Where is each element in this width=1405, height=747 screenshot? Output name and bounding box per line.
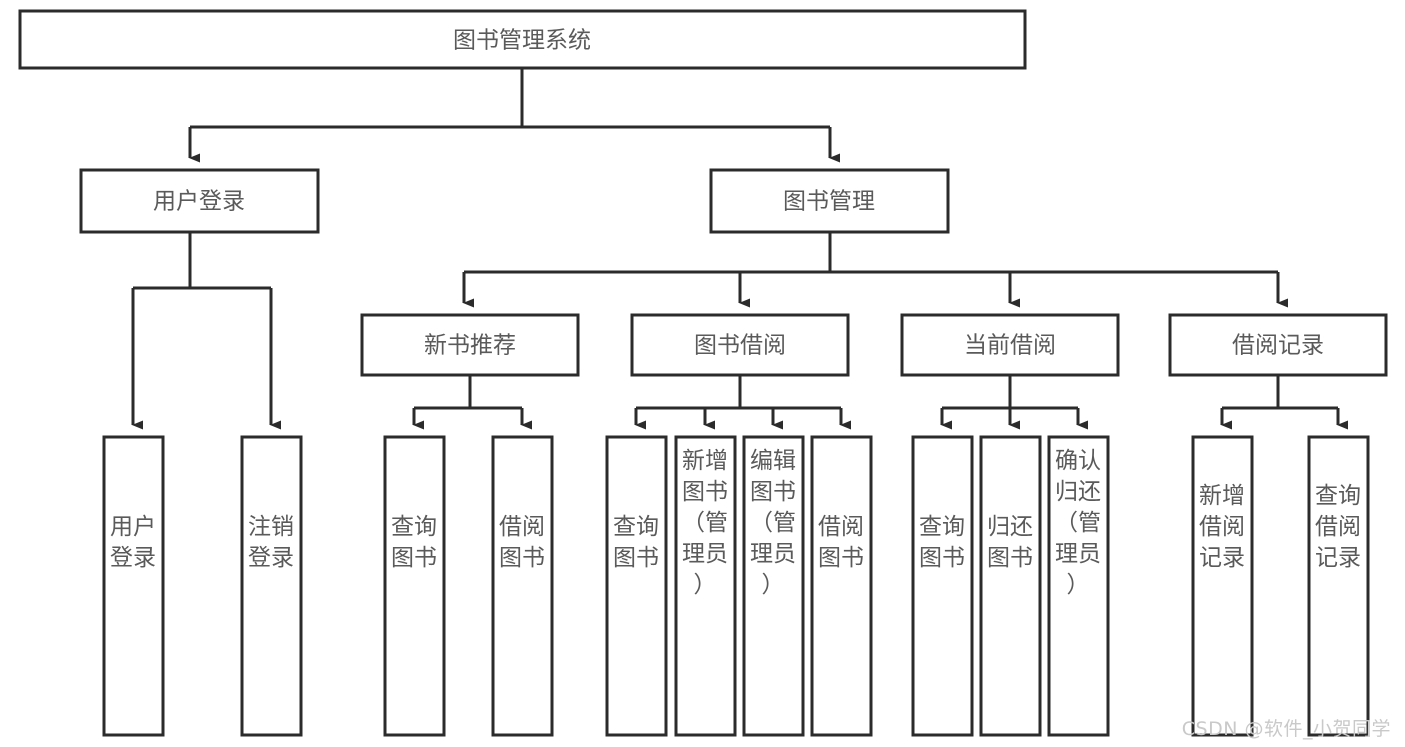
- connectors-new-book-recommend-to-leaves: [412, 375, 532, 430]
- leaf-query-book-3-label: 查询图书: [919, 514, 965, 571]
- leaf-query-book-3[interactable]: 查询图书: [911, 435, 974, 737]
- node-current-borrow-box[interactable]: [900, 313, 1120, 377]
- node-book-borrow-box[interactable]: [630, 313, 850, 377]
- leaf-add-book[interactable]: 新增图书（管理员）: [674, 435, 737, 737]
- leaf-add-book-label: 新增图书（管理员）: [682, 448, 728, 598]
- leaf-query-book-2-box[interactable]: [605, 435, 668, 737]
- node-root-label: 图书管理系统: [453, 28, 591, 54]
- connectors-borrow-record-to-leaves: [1220, 375, 1348, 430]
- node-book-borrow-label: 图书借阅: [694, 333, 786, 359]
- leaf-return-book[interactable]: 归还图书: [979, 435, 1042, 737]
- node-user-login-label: 用户登录: [153, 189, 245, 215]
- node-borrow-record[interactable]: 借阅记录: [1168, 313, 1388, 377]
- leaf-user-login-box[interactable]: [102, 435, 165, 737]
- node-book-management[interactable]: 图书管理: [709, 168, 950, 234]
- leaf-query-borrow-record[interactable]: 查询借阅记录: [1307, 435, 1370, 737]
- leaf-query-book-2[interactable]: 查询图书: [605, 435, 668, 737]
- node-user-login[interactable]: 用户登录: [79, 168, 320, 234]
- leaf-borrow-book-1[interactable]: 借阅图书: [491, 435, 554, 737]
- leaf-query-book-3-box[interactable]: [911, 435, 974, 737]
- node-current-borrow-label: 当前借阅: [964, 333, 1056, 359]
- leaf-logout-login-box[interactable]: [240, 435, 303, 737]
- node-root-box[interactable]: [18, 9, 1027, 70]
- node-user-login-box[interactable]: [79, 168, 320, 234]
- leaf-borrow-book-1-label: 借阅图书: [499, 514, 545, 571]
- leaf-borrow-book-2-box[interactable]: [810, 435, 873, 737]
- leaf-edit-book[interactable]: 编辑图书（管理员）: [742, 435, 805, 737]
- leaf-confirm-return-box[interactable]: [1047, 435, 1110, 737]
- leaf-user-login-label: 用户登录: [110, 514, 156, 571]
- node-current-borrow[interactable]: 当前借阅: [900, 313, 1120, 377]
- leaf-query-borrow-record-box[interactable]: [1307, 435, 1370, 737]
- node-book-management-box[interactable]: [709, 168, 950, 234]
- leaf-query-book-1-label: 查询图书: [391, 514, 437, 571]
- node-borrow-record-label: 借阅记录: [1232, 333, 1324, 359]
- leaf-edit-book-box[interactable]: [742, 435, 805, 737]
- leaf-borrow-book-2-label: 借阅图书: [818, 514, 864, 571]
- leaf-edit-book-label: 编辑图书（管理员）: [750, 448, 796, 598]
- leaf-return-book-box[interactable]: [979, 435, 1042, 737]
- leaf-borrow-book-1-box[interactable]: [491, 435, 554, 737]
- leaf-logout-login[interactable]: 注销登录: [240, 435, 303, 737]
- connectors-user-login-to-leaves: [131, 232, 281, 430]
- leaf-confirm-return-label: 确认归还（管理员）: [1055, 448, 1101, 598]
- node-root[interactable]: 图书管理系统: [18, 9, 1027, 70]
- node-book-borrow[interactable]: 图书借阅: [630, 313, 850, 377]
- node-borrow-record-box[interactable]: [1168, 313, 1388, 377]
- leaf-logout-login-label: 注销登录: [248, 514, 294, 571]
- leaf-query-book-2-label: 查询图书: [613, 514, 659, 571]
- connectors-current-borrow-to-leaves: [940, 375, 1088, 430]
- leaf-confirm-return[interactable]: 确认归还（管理员）: [1047, 435, 1110, 737]
- leaf-query-borrow-record-label: 查询借阅记录: [1315, 483, 1361, 571]
- leaf-add-borrow-record-label: 新增借阅记录: [1199, 483, 1245, 571]
- connectors-book-borrow-to-leaves: [634, 375, 851, 430]
- leaf-add-book-box[interactable]: [674, 435, 737, 737]
- leaf-query-book-1[interactable]: 查询图书: [383, 435, 446, 737]
- leaf-query-book-1-box[interactable]: [383, 435, 446, 737]
- leaf-user-login[interactable]: 用户登录: [102, 435, 165, 737]
- node-new-book-recommend-box[interactable]: [360, 313, 580, 377]
- leaf-add-borrow-record[interactable]: 新增借阅记录: [1191, 435, 1254, 737]
- node-new-book-recommend[interactable]: 新书推荐: [360, 313, 580, 377]
- leaf-return-book-label: 归还图书: [987, 514, 1033, 571]
- connectors-level1-to-level2: [188, 68, 840, 163]
- connectors-book-management-to-level3: [462, 232, 1288, 308]
- node-book-management-label: 图书管理: [783, 189, 875, 215]
- node-new-book-recommend-label: 新书推荐: [424, 333, 516, 359]
- leaf-add-borrow-record-box[interactable]: [1191, 435, 1254, 737]
- leaf-borrow-book-2[interactable]: 借阅图书: [810, 435, 873, 737]
